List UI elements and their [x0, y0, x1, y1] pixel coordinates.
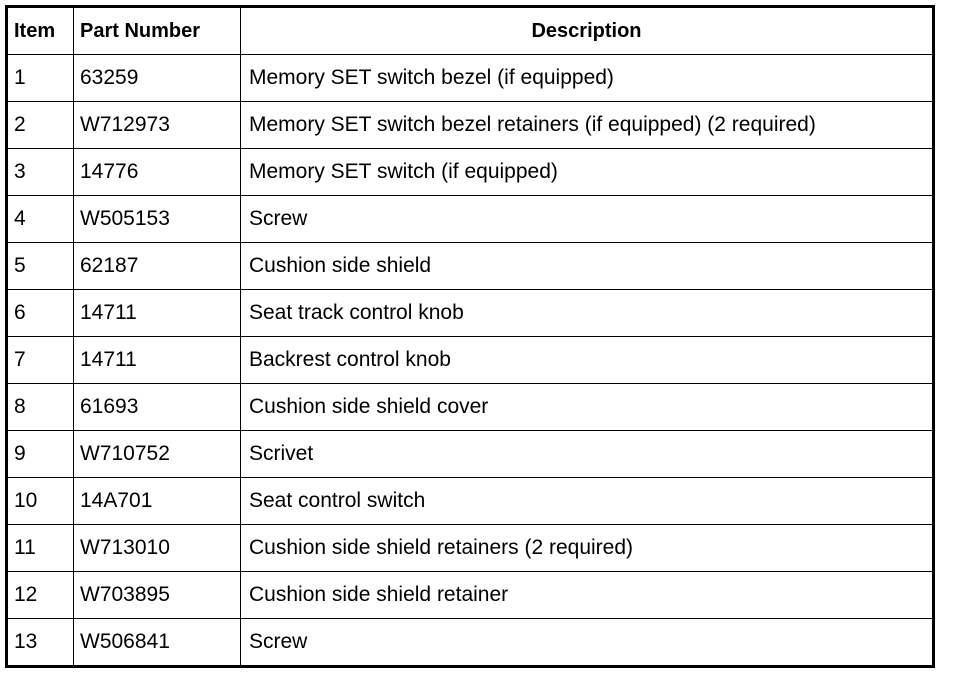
cell-description: Seat track control knob	[240, 289, 934, 337]
cell-part-number: 62187	[73, 242, 241, 290]
cell-item: 3	[6, 148, 74, 196]
cell-item: 8	[6, 383, 74, 431]
cell-description: Cushion side shield retainers (2 require…	[240, 524, 934, 572]
cell-description: Screw	[240, 195, 934, 243]
cell-part-number: W703895	[73, 571, 241, 619]
table-row: 1 63259 Memory SET switch bezel (if equi…	[6, 54, 934, 102]
header-item: Item	[6, 6, 74, 55]
cell-description: Seat control switch	[240, 477, 934, 525]
table-row: 7 14711 Backrest control knob	[6, 336, 934, 384]
table-row: 4 W505153 Screw	[6, 195, 934, 243]
cell-item: 1	[6, 54, 74, 102]
table-row: 3 14776 Memory SET switch (if equipped)	[6, 148, 934, 196]
cell-description: Cushion side shield	[240, 242, 934, 290]
table-row: 13 W506841 Screw	[6, 618, 934, 667]
header-description: Description	[240, 6, 934, 55]
cell-part-number: 14711	[73, 289, 241, 337]
table-row: 9 W710752 Scrivet	[6, 430, 934, 478]
cell-part-number: 14776	[73, 148, 241, 196]
cell-item: 11	[6, 524, 74, 572]
cell-description: Memory SET switch bezel (if equipped)	[240, 54, 934, 102]
cell-item: 6	[6, 289, 74, 337]
cell-part-number: W505153	[73, 195, 241, 243]
cell-item: 13	[6, 618, 74, 667]
cell-description: Memory SET switch (if equipped)	[240, 148, 934, 196]
cell-description: Cushion side shield retainer	[240, 571, 934, 619]
table-row: 2 W712973 Memory SET switch bezel retain…	[6, 101, 934, 149]
cell-item: 9	[6, 430, 74, 478]
cell-item: 7	[6, 336, 74, 384]
table-row: 8 61693 Cushion side shield cover	[6, 383, 934, 431]
cell-item: 2	[6, 101, 74, 149]
table-row: 12 W703895 Cushion side shield retainer	[6, 571, 934, 619]
table-row: 6 14711 Seat track control knob	[6, 289, 934, 337]
table-row: 10 14A701 Seat control switch	[6, 477, 934, 525]
cell-part-number: W712973	[73, 101, 241, 149]
header-row: Item Part Number Description	[6, 6, 934, 55]
cell-description: Backrest control knob	[240, 336, 934, 384]
cell-description: Cushion side shield cover	[240, 383, 934, 431]
cell-item: 12	[6, 571, 74, 619]
cell-part-number: 14711	[73, 336, 241, 384]
table-header: Item Part Number Description	[6, 6, 934, 55]
cell-part-number: 14A701	[73, 477, 241, 525]
cell-part-number: 63259	[73, 54, 241, 102]
table-row: 5 62187 Cushion side shield	[6, 242, 934, 290]
cell-description: Memory SET switch bezel retainers (if eq…	[240, 101, 934, 149]
cell-description: Screw	[240, 618, 934, 667]
cell-part-number: W506841	[73, 618, 241, 667]
cell-description: Scrivet	[240, 430, 934, 478]
cell-item: 5	[6, 242, 74, 290]
cell-item: 10	[6, 477, 74, 525]
cell-part-number: 61693	[73, 383, 241, 431]
table-body: 1 63259 Memory SET switch bezel (if equi…	[6, 54, 934, 667]
cell-item: 4	[6, 195, 74, 243]
cell-part-number: W713010	[73, 524, 241, 572]
cell-part-number: W710752	[73, 430, 241, 478]
parts-table: Item Part Number Description 1 63259 Mem…	[5, 5, 935, 668]
table-row: 11 W713010 Cushion side shield retainers…	[6, 524, 934, 572]
header-part-number: Part Number	[73, 6, 241, 55]
